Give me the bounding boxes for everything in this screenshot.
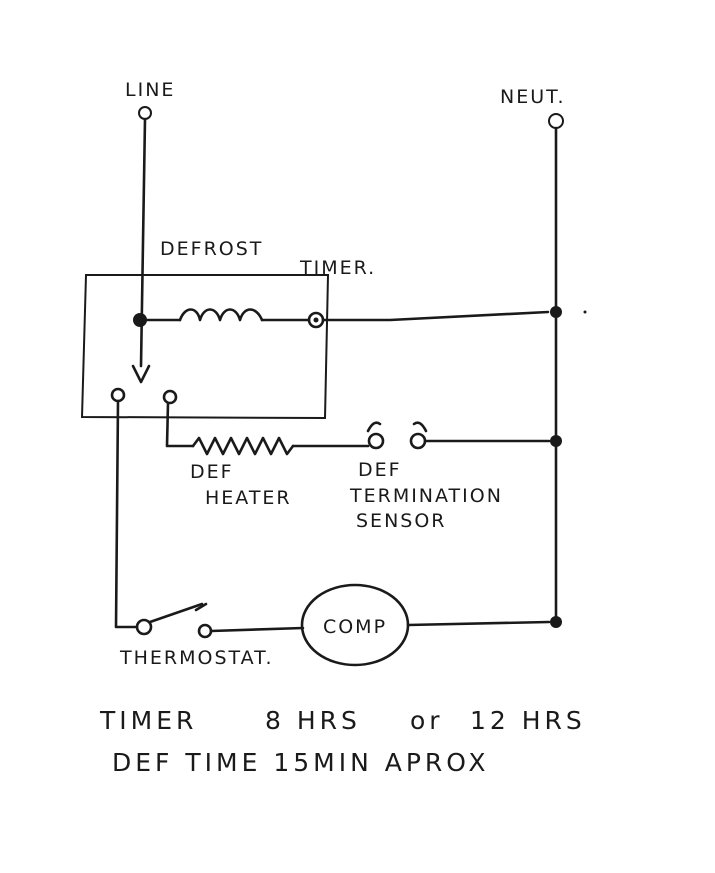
timer-contact-compressor <box>110 387 126 403</box>
defrost-timer-box <box>80 274 330 420</box>
termination-sensor-label-2: TERMINATION <box>349 485 503 507</box>
line-terminal <box>138 106 152 120</box>
defrost-timer-label-1: DEFROST <box>160 238 263 260</box>
defrost-timer-label-2: TIMER. <box>299 257 376 279</box>
neutral-junction-bottom <box>550 616 562 628</box>
neutral-junction-top <box>550 306 562 318</box>
timer-switch-arrow <box>131 364 151 384</box>
note-or: or <box>410 706 444 735</box>
line-wire <box>139 117 147 368</box>
thermostat-contact-left <box>135 618 153 636</box>
note-8hrs: 8 HRS <box>265 706 361 735</box>
termination-sensor-label-1: DEF <box>358 459 402 481</box>
note-timer: TIMER <box>99 706 197 735</box>
sensor-contact-right <box>409 432 427 450</box>
termination-sensor-label-3: SENSOR <box>356 510 447 532</box>
timer-coil-node-left <box>133 313 147 327</box>
neutral-label: NEUT. <box>500 86 566 108</box>
thermostat-contact-right <box>197 623 213 639</box>
timer-contact-defrost <box>162 389 178 405</box>
defrost-heater <box>191 436 295 456</box>
def-heater-label-1: DEF <box>190 461 234 483</box>
coil-to-neutral-wire <box>321 310 550 322</box>
compressor-label: COMP <box>323 616 387 638</box>
thermostat-switch-blade <box>148 602 204 624</box>
line-label: LINE <box>125 79 175 101</box>
timer-motor-coil <box>178 308 264 322</box>
def-heater-label-2: HEATER <box>205 487 292 509</box>
thermostat-label: THERMOSTAT. <box>119 647 274 669</box>
neutral-terminal <box>548 113 564 129</box>
sensor-contact-left <box>367 432 385 450</box>
note-def-time: DEF TIME 15MIN APROX <box>112 748 490 777</box>
note-12hrs: 12 HRS <box>470 706 586 735</box>
neutral-junction-middle <box>550 435 562 447</box>
